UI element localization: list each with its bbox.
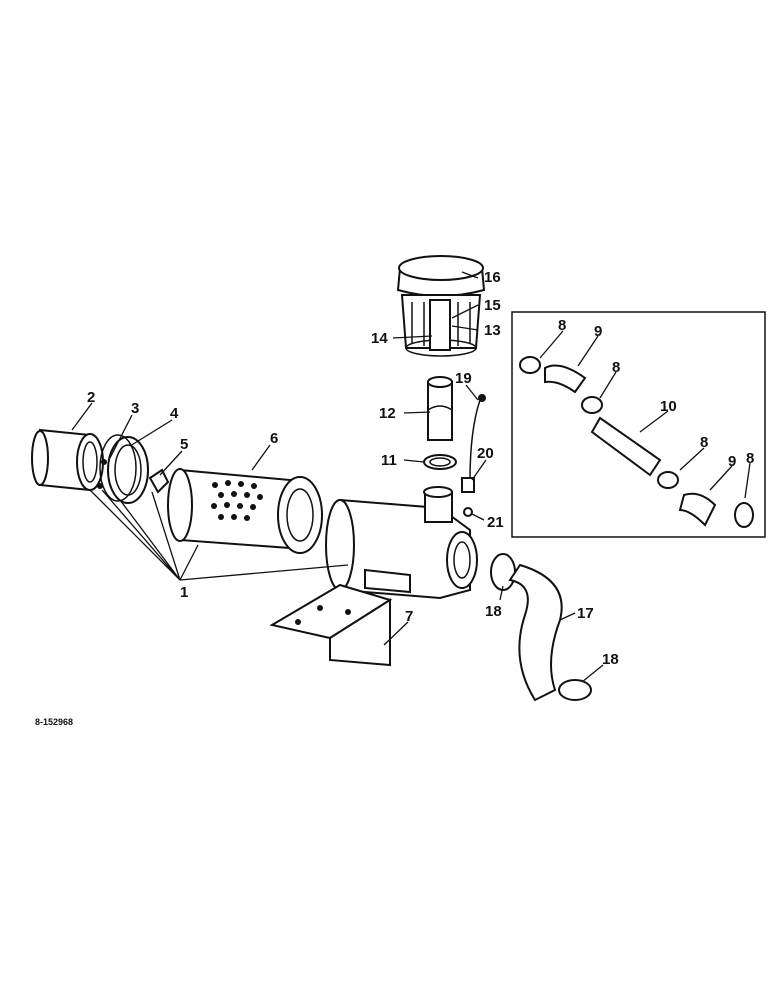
part-12-precleaner-pipe bbox=[427, 376, 453, 441]
callout-9b: 9 bbox=[728, 453, 736, 470]
callout-8d: 8 bbox=[746, 450, 754, 467]
callout-19: 19 bbox=[455, 370, 472, 387]
callout-labels: 1 2 3 4 5 6 7 8 9 8 10 8 9 8 16 15 13 14… bbox=[87, 269, 754, 668]
callout-9a: 9 bbox=[594, 323, 602, 340]
inset-hose-group bbox=[511, 311, 766, 538]
callout-21: 21 bbox=[487, 514, 504, 531]
part-19-21-indicator bbox=[461, 394, 486, 517]
part-13-16-precleaner bbox=[396, 255, 486, 357]
callout-8a: 8 bbox=[558, 317, 566, 334]
part-11-clamp bbox=[423, 454, 457, 470]
callout-13: 13 bbox=[484, 322, 501, 339]
part-5-wing-nut bbox=[148, 468, 170, 494]
callout-2: 2 bbox=[87, 389, 95, 406]
callout-16: 16 bbox=[484, 269, 501, 286]
callout-18a: 18 bbox=[485, 603, 502, 620]
air-cleaner-body bbox=[325, 486, 478, 600]
drawing-number: 8-152968 bbox=[35, 717, 73, 727]
callout-1: 1 bbox=[180, 584, 188, 601]
filter-perforations bbox=[211, 480, 263, 521]
callout-5: 5 bbox=[180, 436, 188, 453]
callout-7: 7 bbox=[405, 608, 413, 625]
callout-17: 17 bbox=[577, 605, 594, 622]
callout-20: 20 bbox=[477, 445, 494, 462]
callout-8c: 8 bbox=[700, 434, 708, 451]
callout-14: 14 bbox=[371, 330, 388, 347]
part-3-4-cover-and-clamp bbox=[97, 434, 149, 504]
callout-4: 4 bbox=[170, 405, 179, 422]
callout-18b: 18 bbox=[602, 651, 619, 668]
callout-3: 3 bbox=[131, 400, 139, 417]
callout-12: 12 bbox=[379, 405, 396, 422]
part-17-outlet-hose bbox=[490, 553, 592, 702]
part-6-filter-element bbox=[167, 468, 323, 554]
callout-15: 15 bbox=[484, 297, 501, 314]
part-7-mounting-bracket bbox=[269, 583, 393, 667]
part-2-inlet-hood bbox=[31, 428, 104, 492]
callout-11: 11 bbox=[381, 452, 397, 469]
callout-8b: 8 bbox=[612, 359, 620, 376]
callout-6: 6 bbox=[270, 430, 278, 447]
callout-10: 10 bbox=[660, 398, 677, 415]
leader-lines bbox=[71, 271, 751, 683]
